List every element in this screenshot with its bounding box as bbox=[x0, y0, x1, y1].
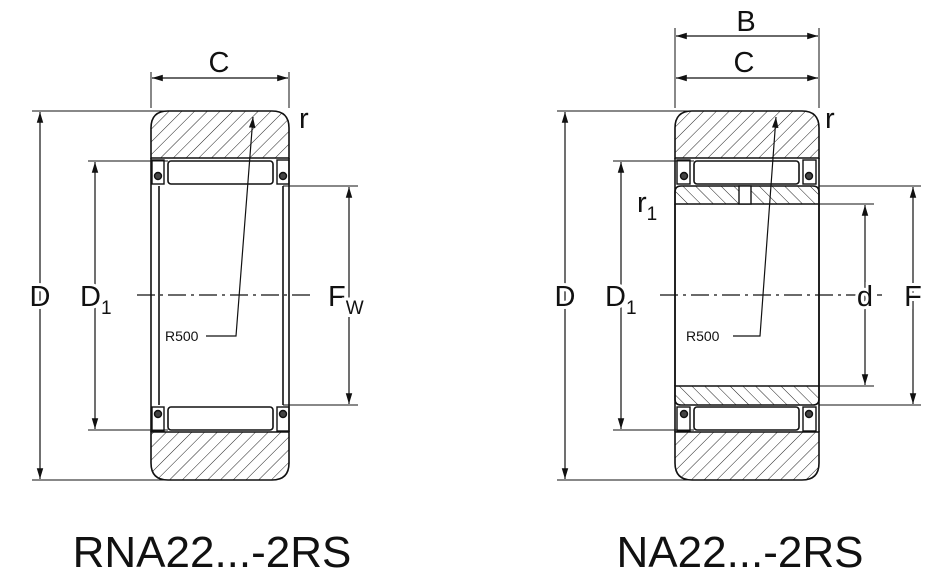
needle-roller-bottom bbox=[167, 406, 274, 431]
label-d: D bbox=[555, 281, 576, 313]
label-c: C bbox=[209, 47, 230, 79]
label-r: r bbox=[299, 103, 309, 135]
outer-ring-bottom-section bbox=[674, 431, 820, 481]
label-r500: R500 bbox=[686, 328, 720, 344]
lubrication-hole bbox=[738, 185, 752, 205]
outer-ring-top-section bbox=[674, 110, 820, 159]
needle-roller-top bbox=[693, 160, 800, 185]
label-d: D bbox=[30, 281, 51, 313]
label-bore-d: d bbox=[857, 281, 873, 313]
outer-ring-bottom-section bbox=[150, 431, 290, 481]
seals bbox=[676, 159, 817, 432]
label-d1: D1 bbox=[80, 281, 112, 319]
label-d1: D1 bbox=[605, 281, 637, 319]
label-b: B bbox=[736, 6, 755, 38]
label-fw: FW bbox=[328, 281, 364, 319]
inner-ring-bottom-section bbox=[674, 385, 820, 406]
label-f: F bbox=[904, 281, 922, 313]
crown-radius-leader bbox=[733, 116, 779, 337]
label-r1: r1 bbox=[637, 187, 657, 225]
left-bearing: C r D D1 FW R500 RNA22...-2RS bbox=[27, 47, 367, 577]
label-r500: R500 bbox=[165, 328, 199, 344]
outer-ring-top-section bbox=[150, 110, 290, 159]
designation-left: RNA22...-2RS bbox=[73, 528, 352, 577]
needle-roller-bottom bbox=[693, 406, 800, 431]
designation-right: NA22...-2RS bbox=[617, 528, 864, 577]
right-bearing: B C r r1 D D1 d F R500 NA22...-2RS bbox=[552, 6, 925, 577]
label-c: C bbox=[734, 47, 755, 79]
crown-radius-leader bbox=[206, 116, 256, 337]
needle-roller-top bbox=[167, 160, 274, 185]
label-r: r bbox=[825, 103, 835, 135]
